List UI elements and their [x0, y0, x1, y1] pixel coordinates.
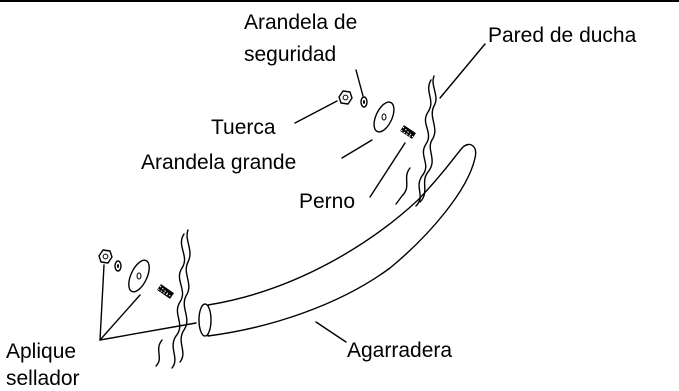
label-nut: Tuerca [211, 116, 276, 139]
upper-large-washer-icon [373, 101, 395, 133]
label-lock-washer-2: seguridad [244, 43, 336, 66]
grab-bar [198, 143, 477, 337]
leader-sealant-3 [99, 322, 197, 341]
leader-nut [294, 100, 338, 124]
label-large-washer: Arandela grande [141, 151, 296, 174]
label-grab-bar: Agarradera [347, 339, 452, 362]
label-sealant-1: Aplique [6, 340, 76, 363]
leader-sealant-2 [99, 294, 141, 341]
leader-lock-washer [355, 69, 364, 97]
upper-nut-icon [338, 90, 353, 105]
upper-bolt-icon [400, 125, 416, 139]
lower-large-washer-icon [128, 259, 150, 293]
lower-lock-washer-icon [114, 260, 122, 272]
label-shower-wall: Pared de ducha [488, 24, 637, 47]
shower-wall-right [395, 75, 437, 207]
leader-bolt [369, 142, 406, 198]
label-sealant-2: sellador [6, 367, 80, 390]
grab-bar-end-left [198, 303, 212, 337]
lower-bolt-icon [157, 284, 174, 299]
leader-shower-wall [439, 43, 486, 99]
leader-large-washer [341, 139, 373, 159]
leader-grab-bar [315, 321, 347, 343]
upper-lock-washer-icon [360, 96, 368, 108]
label-bolt: Perno [299, 190, 355, 213]
label-lock-washer-1: Arandela de [244, 11, 357, 34]
shower-wall-left [155, 229, 191, 369]
leader-sealant-1 [99, 264, 105, 341]
lower-nut-icon [98, 249, 113, 264]
